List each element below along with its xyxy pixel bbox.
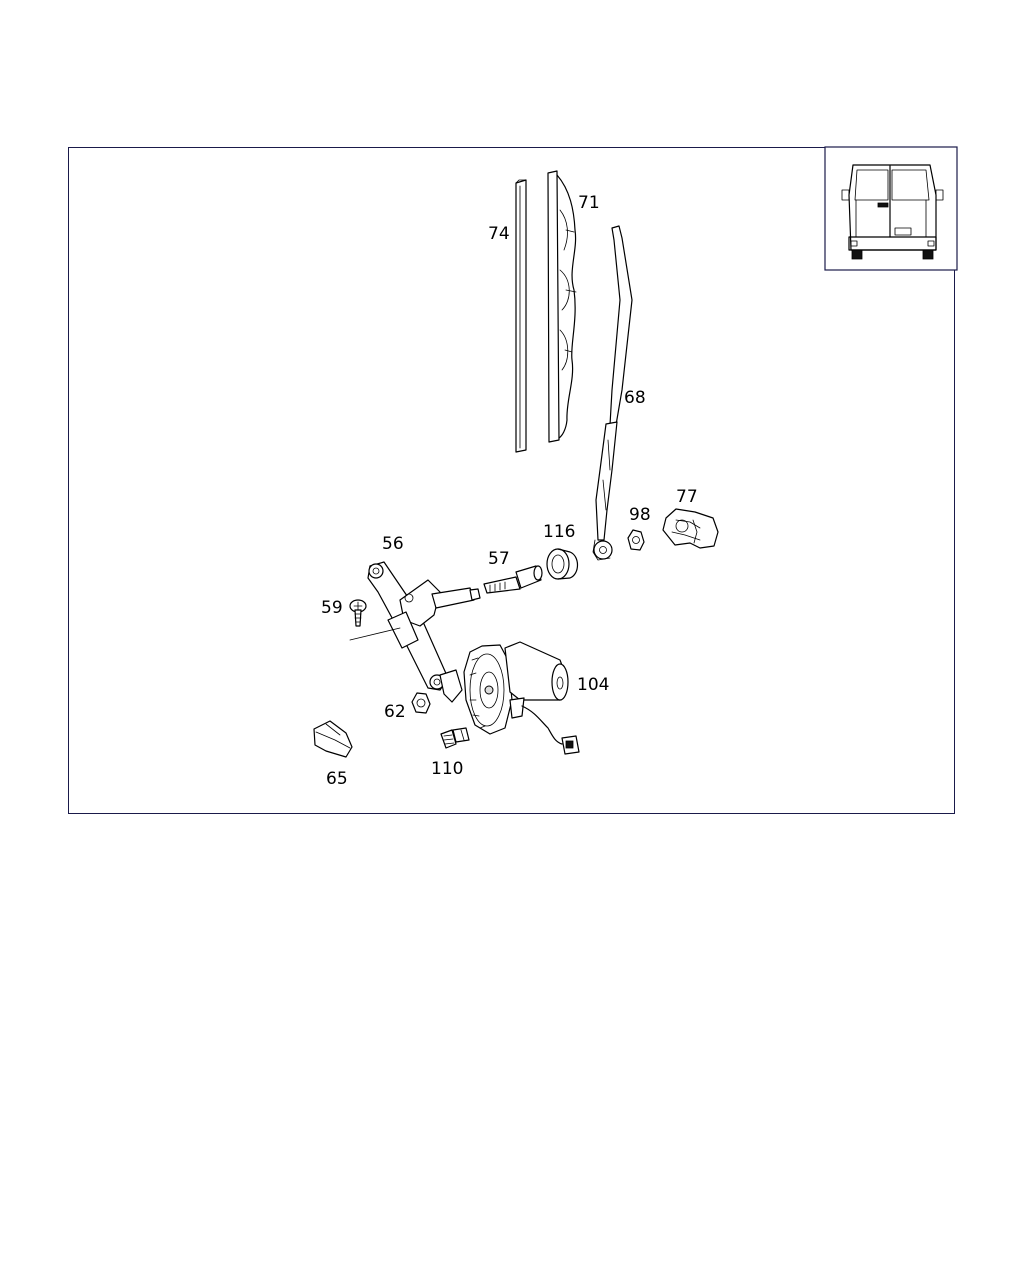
vehicle-rear-view-thumbnail: [824, 146, 958, 271]
label-62: 62: [384, 702, 406, 722]
part-62-nut: [411, 692, 431, 714]
part-110-bolt: [440, 727, 470, 749]
part-71-wiper-blade: [547, 170, 577, 443]
label-74: 74: [488, 224, 510, 244]
label-77: 77: [676, 487, 698, 507]
part-labels: 74 71 68 77 98 116 57 56 59 104 62 110 6…: [321, 193, 698, 789]
part-65-clip: [313, 720, 353, 758]
label-57: 57: [488, 549, 510, 569]
part-56-linkage-bracket: [349, 561, 481, 703]
diagram-frame: [68, 147, 955, 814]
part-104-wiper-motor: [463, 641, 580, 755]
part-98-nut: [627, 529, 645, 551]
label-59: 59: [321, 598, 343, 618]
part-74-wiper-rubber: [515, 179, 527, 453]
part-116-grommet: [546, 548, 579, 580]
label-98: 98: [629, 505, 651, 525]
part-57-shaft: [483, 565, 543, 594]
label-71: 71: [578, 193, 600, 213]
part-59-screw: [349, 599, 367, 627]
label-68: 68: [624, 388, 646, 408]
label-116: 116: [543, 522, 575, 542]
part-68-wiper-arm: [592, 225, 633, 561]
label-104: 104: [577, 675, 609, 695]
label-65: 65: [326, 769, 348, 789]
label-56: 56: [382, 534, 404, 554]
part-77-cover-cap: [662, 508, 719, 549]
label-110: 110: [431, 759, 463, 779]
